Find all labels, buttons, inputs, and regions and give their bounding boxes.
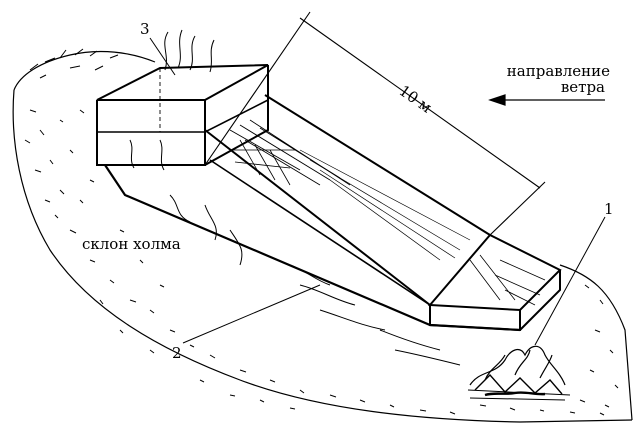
- callout-label-1: 1: [604, 200, 614, 218]
- callout-label-2: 2: [172, 344, 182, 362]
- dimension-label: 10 м: [396, 82, 436, 117]
- fire: [467, 345, 571, 401]
- leader-2: [182, 284, 321, 344]
- wind-label-line1: направление: [507, 62, 610, 80]
- kiln-body: [104, 94, 562, 366]
- wind-arrow: [488, 94, 605, 106]
- chimney-box: [96, 64, 269, 171]
- leader-3: [149, 37, 176, 76]
- wind-label-line2: ветра: [561, 78, 605, 96]
- smoke-plume: [164, 29, 215, 73]
- leader-1: [534, 216, 606, 346]
- callout-label-3: 3: [140, 20, 150, 38]
- hill-slope: [12, 48, 633, 423]
- dimension-line: [204, 11, 546, 236]
- slope-label: склон холма: [82, 235, 181, 253]
- leader-lines: [149, 37, 606, 346]
